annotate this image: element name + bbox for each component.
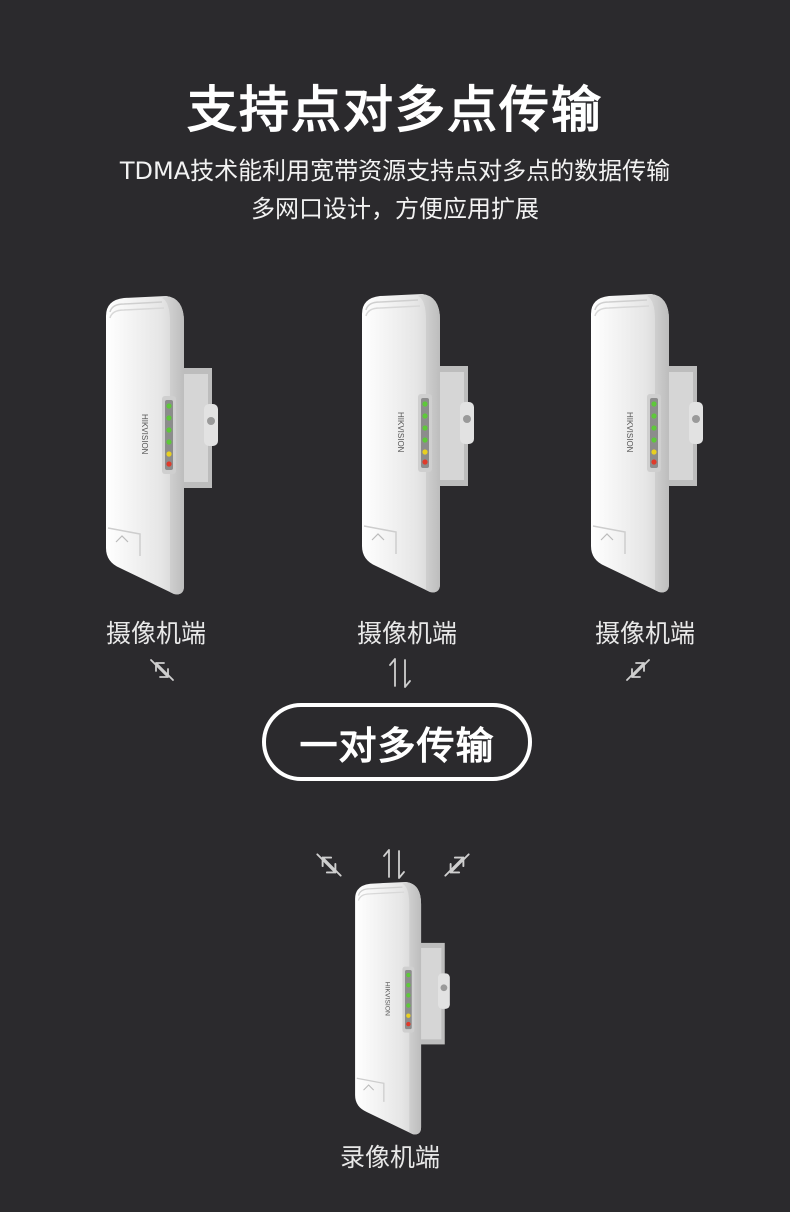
camera-bridge-device-left: HIKVISION	[100, 296, 230, 601]
vertical-exchange-arrows-icon	[389, 658, 411, 688]
subtitle: TDMA技术能利用宽带资源支持点对多点的数据传输 多网口设计，方便应用扩展	[0, 152, 790, 228]
one-to-many-badge: 一对多传输	[262, 703, 532, 781]
brand-logo: HIKVISION	[396, 412, 405, 453]
subtitle-line-2: 多网口设计，方便应用扩展	[251, 195, 539, 223]
camera-bridge-device-right: HIKVISION	[585, 294, 715, 599]
diagonal-exchange-arrows-icon	[150, 659, 174, 681]
diagonal-exchange-arrows-icon	[316, 853, 342, 877]
brand-logo: HIKVISION	[625, 412, 634, 453]
brand-logo: HIKVISION	[140, 414, 149, 455]
camera-label-right: 摄像机端	[594, 619, 695, 648]
page-title: 支持点对多点传输	[187, 81, 603, 139]
subtitle-line-1: TDMA技术能利用宽带资源支持点对多点的数据传输	[119, 157, 671, 185]
camera-label-middle: 摄像机端	[356, 619, 457, 648]
camera-bridge-device-middle: HIKVISION	[356, 294, 486, 599]
camera-label-left: 摄像机端	[105, 619, 206, 648]
recorder-label: 录像机端	[339, 1143, 440, 1172]
recorder-bridge-device: HIKVISION	[350, 882, 460, 1140]
diagonal-exchange-arrows-icon	[626, 659, 650, 681]
diagonal-exchange-arrows-icon	[444, 853, 470, 877]
brand-logo: HIKVISION	[384, 982, 391, 1016]
vertical-exchange-arrows-icon	[383, 849, 405, 879]
